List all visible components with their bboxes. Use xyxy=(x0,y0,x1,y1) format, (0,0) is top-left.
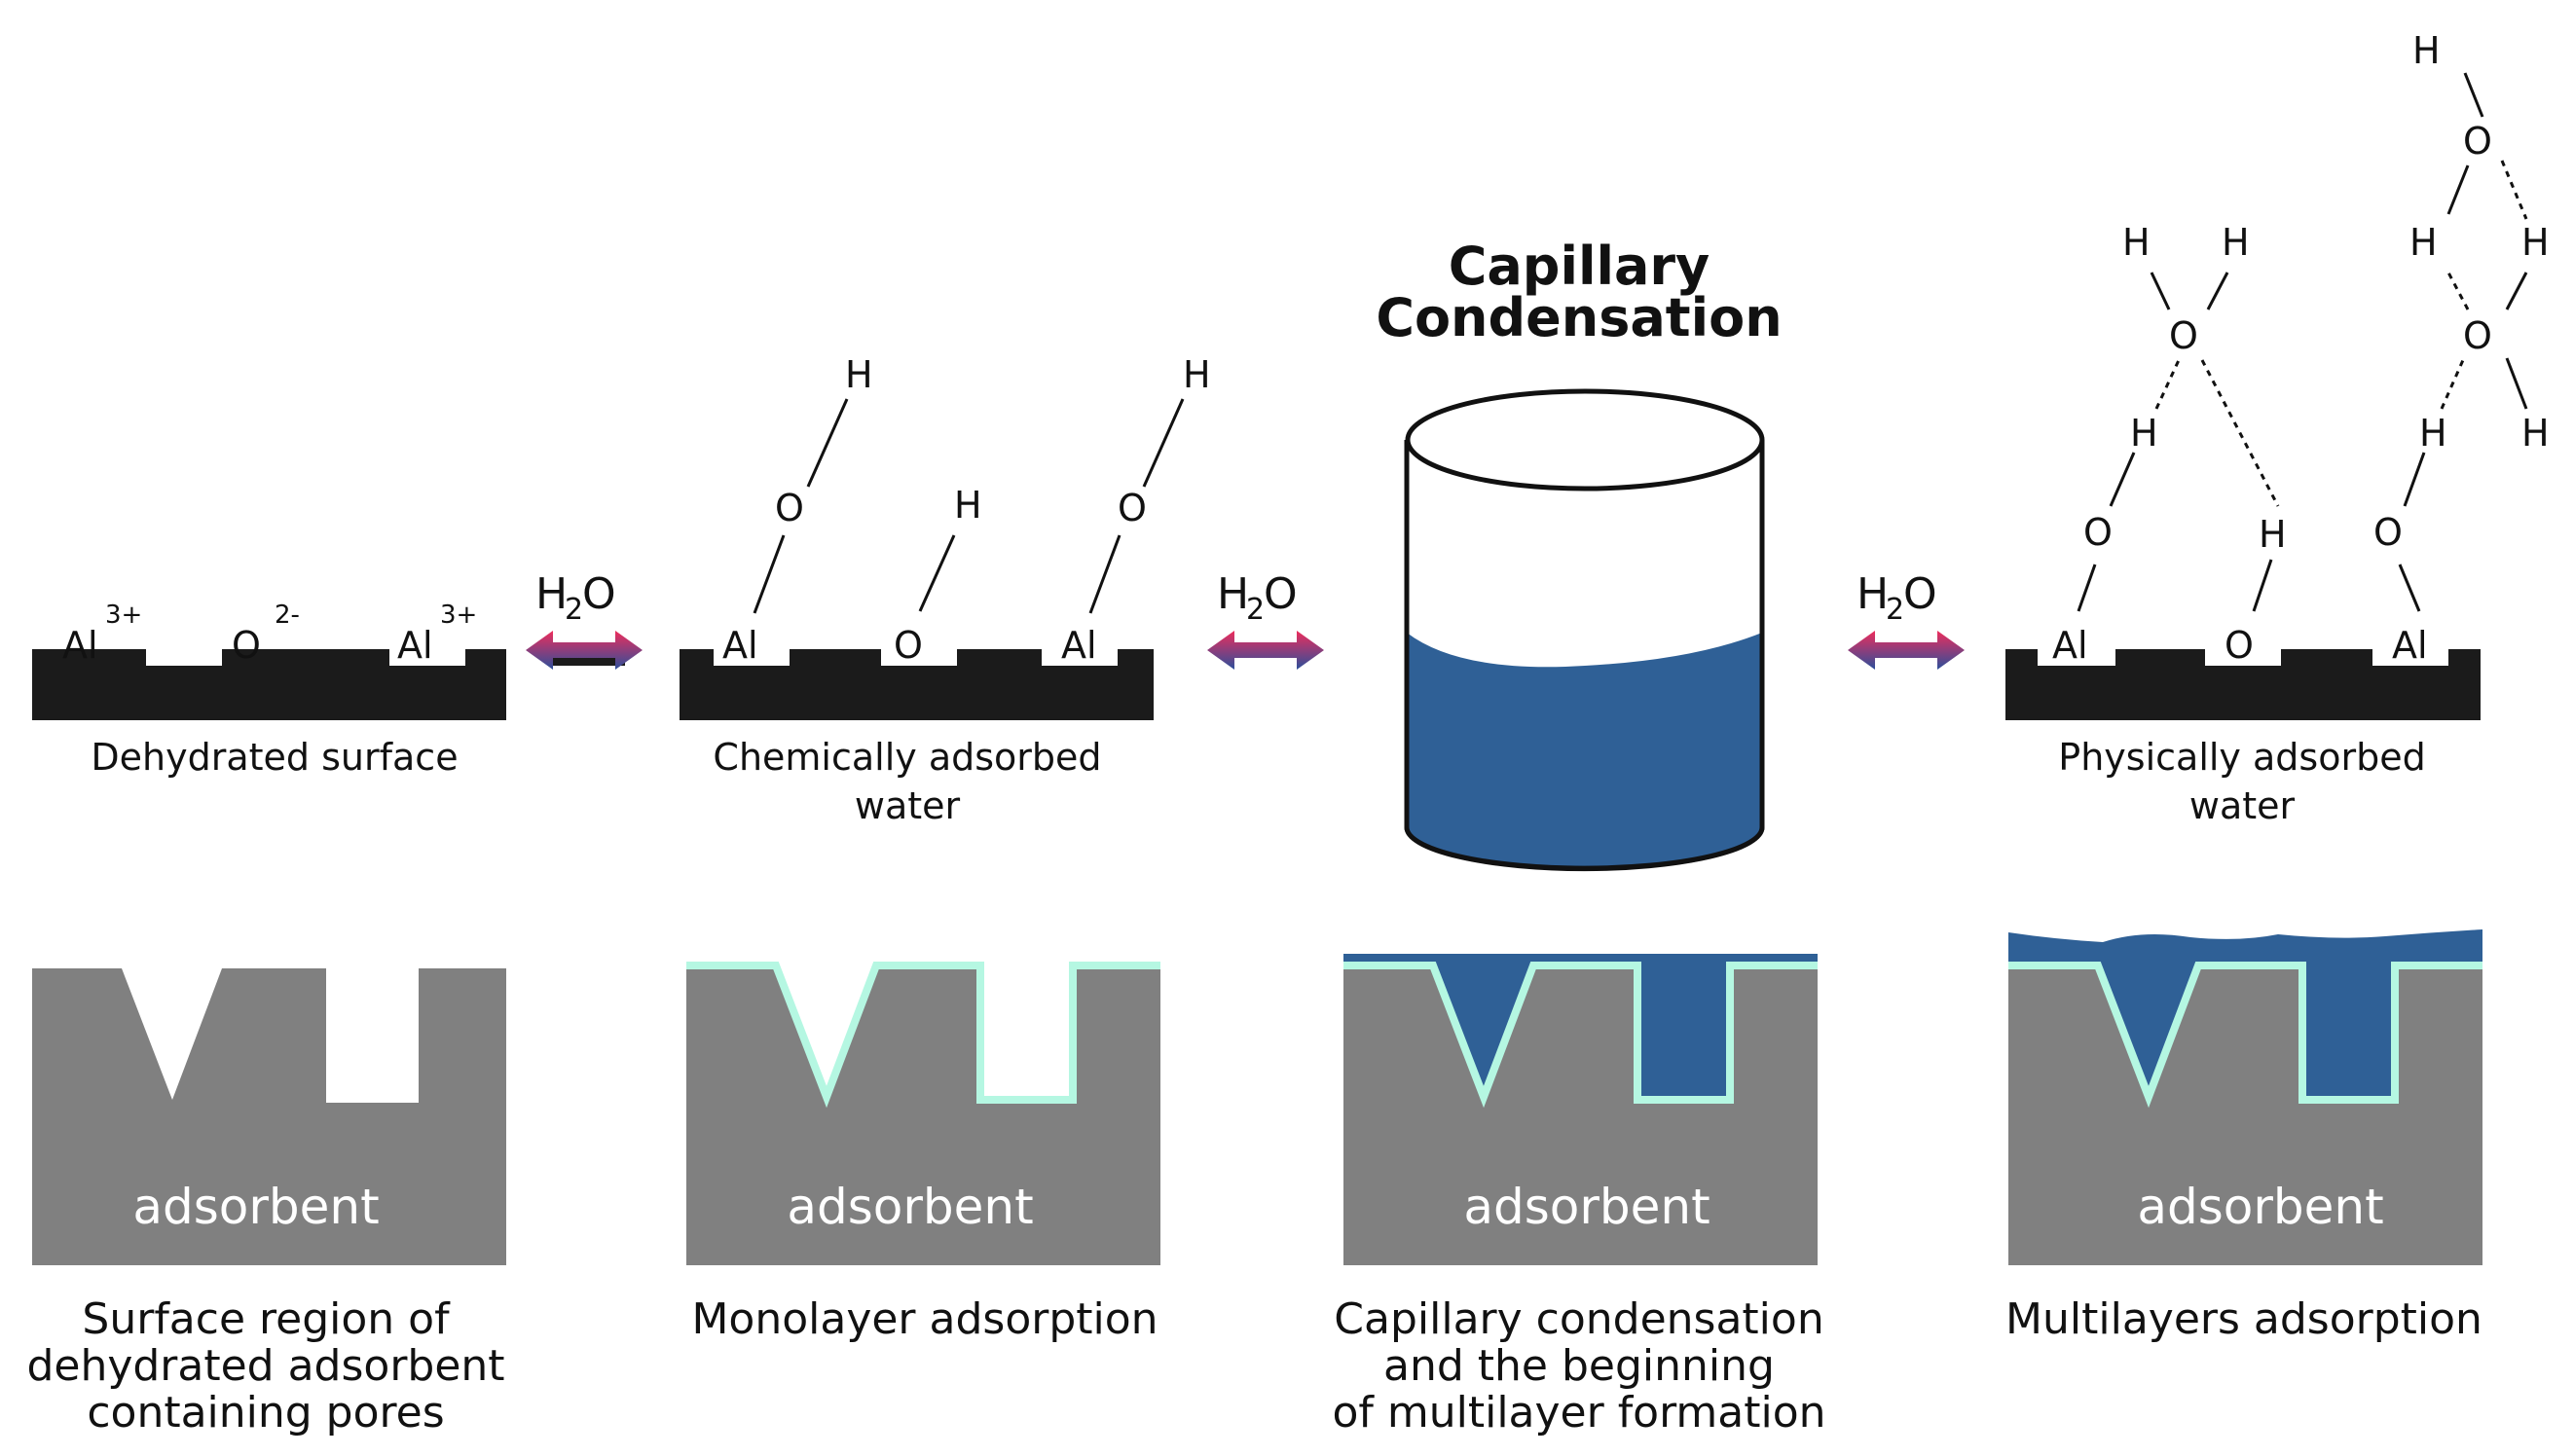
atom-o-11: O xyxy=(2463,120,2492,163)
title-line-2: Condensation xyxy=(1376,287,1782,348)
atom-o-7: O xyxy=(2083,511,2113,554)
h2o-sub-3: 2 xyxy=(1886,593,1904,627)
stage-2-caption-line-1: Chemically adsorbed xyxy=(713,736,1101,779)
bottom-caption-3-line-1: Capillary condensation xyxy=(1334,1294,1823,1344)
atom-o-10: O xyxy=(2463,314,2492,357)
atom-h-3: H xyxy=(1183,353,1211,396)
atom-o-3: O xyxy=(894,624,923,667)
adsorbent-label-4: adsorbent xyxy=(2137,1179,2383,1235)
atom-al-3: Al xyxy=(722,624,758,667)
stage-4-caption-line-2: water xyxy=(2189,784,2296,827)
adsorbent-panel-4 xyxy=(2008,929,2482,1265)
atom-al-1: Al xyxy=(62,624,98,667)
atom-o-5: O xyxy=(1118,487,1147,529)
atom-h-4: H xyxy=(2130,412,2158,455)
atom-al-6: Al xyxy=(2392,624,2428,667)
h2o-main-2: H xyxy=(1217,569,1249,619)
title-line-1: Capillary xyxy=(1449,236,1710,297)
atom-al-2: Al xyxy=(397,624,433,667)
h2o-sub-1: 2 xyxy=(565,593,583,627)
h2o-main-1: H xyxy=(535,569,568,619)
adsorbent-label-1: adsorbent xyxy=(132,1179,379,1235)
atom-o-8: O xyxy=(2169,314,2198,357)
atom-h-9: H xyxy=(2521,412,2550,455)
atom-h-2: H xyxy=(954,484,982,527)
atom-h-8: H xyxy=(2419,412,2447,455)
bottom-caption-3-line-3: of multilayer formation xyxy=(1332,1388,1825,1438)
atom-al-5: Al xyxy=(2052,624,2088,667)
h2o-sub-2: 2 xyxy=(1246,593,1265,627)
stage-4-caption-line-1: Physically adsorbed xyxy=(2058,736,2425,779)
charge-al-1: 3+ xyxy=(105,601,142,630)
reaction-arrow-2: H 2 O xyxy=(1207,569,1324,670)
atom-h-10: H xyxy=(2409,221,2438,264)
h2o-tail-3: O xyxy=(1903,569,1937,619)
atom-h-6: H xyxy=(2222,221,2250,264)
water-cylinder xyxy=(1404,388,1765,872)
bottom-caption-3-line-2: and the beginning xyxy=(1383,1341,1775,1391)
atom-o-6: O xyxy=(2225,624,2254,667)
bottom-caption-1-line-1: Surface region of xyxy=(82,1294,451,1344)
adsorbent-panel-3 xyxy=(1343,954,1818,1265)
bottom-caption-1-line-3: containing pores xyxy=(87,1388,444,1438)
bottom-caption-2-line-1: Monolayer adsorption xyxy=(691,1294,1158,1344)
atom-h-7: H xyxy=(2259,513,2287,556)
h2o-tail-2: O xyxy=(1264,569,1298,619)
stage-2-surface: Al O Al O H H O H xyxy=(680,353,1211,720)
bottom-caption-4-line-1: Multilayers adsorption xyxy=(2005,1294,2482,1344)
atom-h-12: H xyxy=(2412,29,2441,72)
atom-o-1: O xyxy=(232,624,261,667)
atom-o-4: O xyxy=(775,487,804,529)
atom-o-9: O xyxy=(2373,511,2403,554)
atom-al-4: Al xyxy=(1061,624,1097,667)
bottom-caption-1-line-2: dehydrated adsorbent xyxy=(26,1341,504,1391)
atom-h-5: H xyxy=(2122,221,2151,264)
adsorbent-label-2: adsorbent xyxy=(787,1179,1033,1235)
stage-1-caption: Dehydrated surface xyxy=(91,736,458,779)
adsorbent-panel-1 xyxy=(32,968,506,1265)
reaction-arrow-3: H 2 O xyxy=(1848,569,1965,670)
charge-al-2: 3+ xyxy=(440,601,477,630)
reaction-arrow-1: H 2 O xyxy=(526,569,643,670)
atom-h-11: H xyxy=(2521,221,2550,264)
adsorbent-label-3: adsorbent xyxy=(1463,1179,1710,1235)
adsorbent-panel-2 xyxy=(686,962,1160,1265)
charge-o-1: 2- xyxy=(275,601,300,630)
atom-h-1: H xyxy=(845,353,873,396)
h2o-tail-1: O xyxy=(582,569,616,619)
stage-4-surface: Al O Al O H O H H H O H O H H H O H xyxy=(2005,29,2550,720)
h2o-main-3: H xyxy=(1857,569,1889,619)
stage-2-caption-line-2: water xyxy=(855,784,961,827)
stage-1-surface: Al 3+ O 2- Al 3+ xyxy=(32,601,625,720)
